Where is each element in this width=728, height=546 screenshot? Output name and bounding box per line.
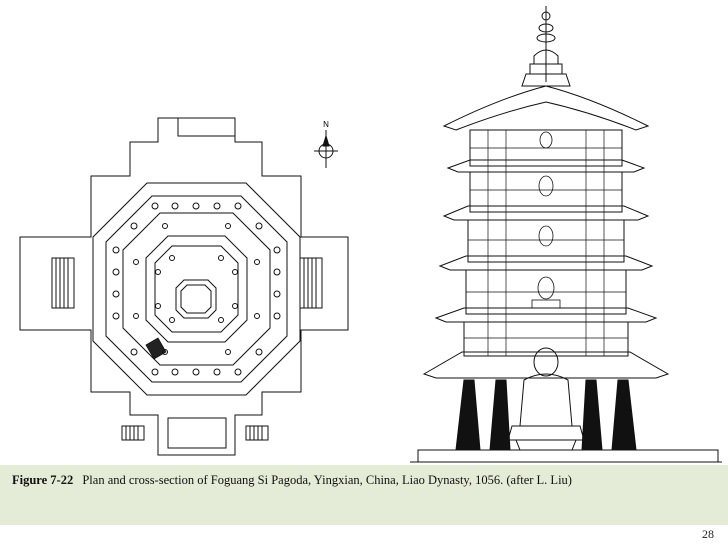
roof-level-5 (442, 85, 650, 131)
plan-south-stairs (121, 417, 269, 449)
plan-central-core (175, 279, 217, 319)
plan-middle-octagon (122, 212, 271, 366)
ground-floor-buddha (507, 347, 585, 451)
architectural-drawing: N (19, 6, 722, 463)
section-structure-lines (464, 130, 628, 356)
plan-west-stair (51, 257, 75, 309)
upper-buddha-figures (531, 131, 561, 309)
plan-outer-wall (105, 195, 288, 383)
plan-outer-platform (19, 117, 349, 456)
roof-level-4 (446, 159, 646, 173)
roof-level-2 (438, 255, 654, 271)
north-label: N (323, 120, 329, 129)
plan-columns (112, 202, 281, 376)
plan-inner-wall (145, 235, 248, 343)
pagoda-finial (521, 6, 571, 87)
roof-ground (422, 351, 670, 379)
pagoda-floor-plan (19, 117, 349, 456)
pagoda-base (417, 449, 719, 463)
figure-label: Figure 7-22 (12, 473, 74, 487)
ground-floor-columns (455, 379, 637, 451)
roof-level-3 (442, 205, 650, 221)
roof-level-1 (434, 307, 658, 323)
plan-north-tab (177, 117, 236, 137)
north-compass (314, 130, 338, 168)
plan-outer-octagon (92, 182, 301, 396)
pagoda-cross-section (410, 6, 722, 463)
slide-page-number: 28 (702, 527, 714, 541)
plan-interior-stair (145, 337, 167, 360)
plan-east-stair (299, 257, 323, 309)
figure-caption: Figure 7-22 Plan and cross-section of Fo… (0, 465, 728, 525)
figure-caption-text: Plan and cross-section of Foguang Si Pag… (82, 473, 572, 487)
